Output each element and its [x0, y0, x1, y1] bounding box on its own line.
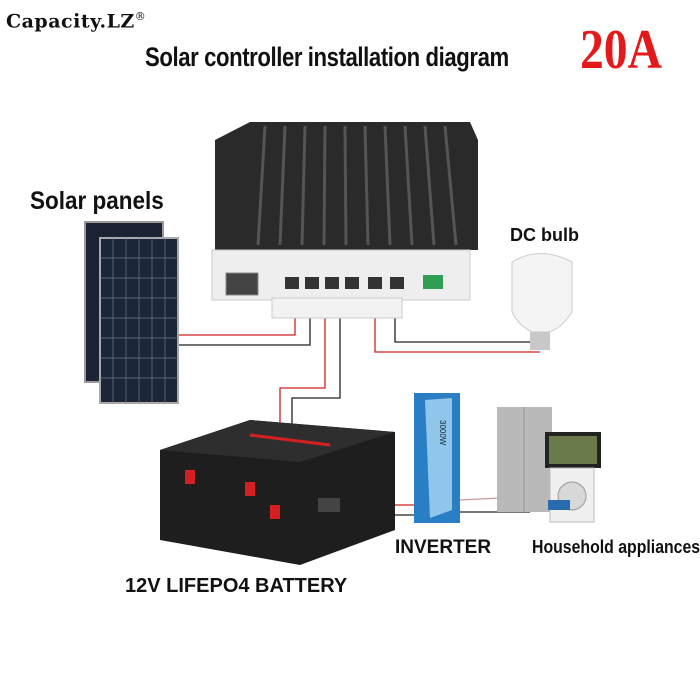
wire-battery-positive — [279, 300, 326, 430]
wire-bulb-negative — [394, 300, 530, 343]
battery-image — [160, 420, 395, 565]
logo-text: Capacity.LZ — [6, 10, 135, 33]
page-title: Solar controller installation diagram — [145, 42, 509, 72]
dc-bulb-label: DC bulb — [510, 225, 579, 245]
inverter-label: INVERTER — [395, 537, 492, 558]
svg-text:3000W: 3000W — [438, 420, 447, 446]
solar-panels-image — [84, 221, 179, 404]
registered-mark: ® — [134, 10, 147, 23]
brand-logo: Capacity.LZ® — [6, 10, 146, 32]
wire-battery-negative — [291, 300, 341, 430]
inverter-image: 3000W — [414, 393, 460, 523]
battery-label: 12V LIFEPO4 BATTERY — [125, 575, 348, 597]
solar-controller-image — [211, 122, 478, 319]
dc-bulb-image — [511, 253, 573, 350]
current-rating: 20A — [580, 19, 662, 81]
solar-panels-label: Solar panels — [30, 187, 164, 215]
household-appliances-image — [497, 407, 601, 523]
appliances-label: Household appliances — [532, 537, 700, 557]
wire-appliance-1 — [459, 497, 501, 501]
